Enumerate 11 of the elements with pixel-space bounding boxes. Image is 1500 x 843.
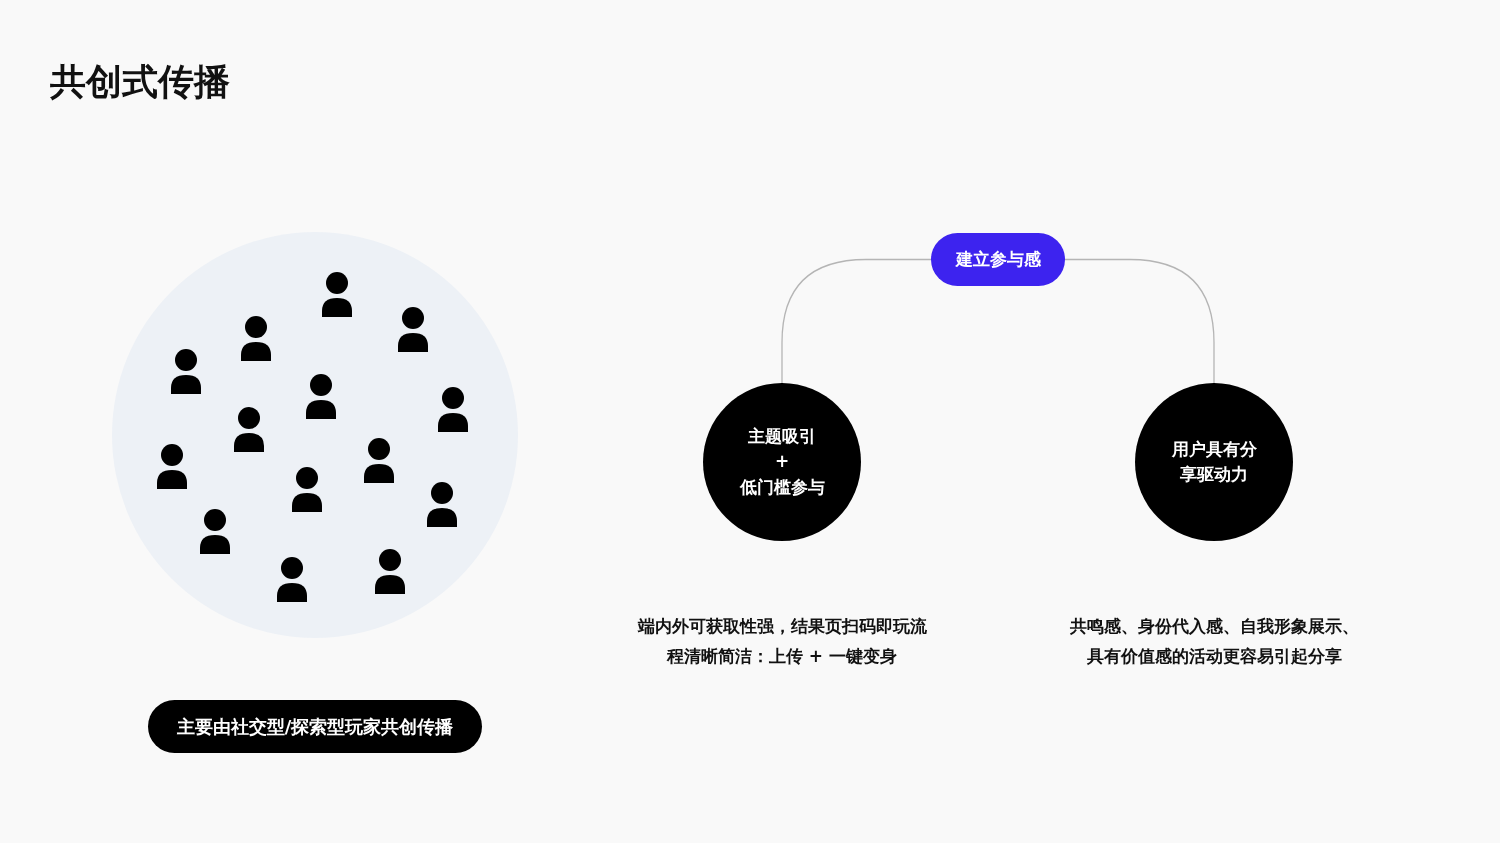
description-text: 共鸣感、身份代入感、自我形象展示、具有价值感的活动更容易引起分享 bbox=[1068, 615, 1360, 668]
node-text: + bbox=[774, 450, 790, 474]
connector-line bbox=[781, 258, 932, 384]
label-pill: 主要由社交型/探索型玩家共创传播 bbox=[148, 700, 482, 753]
node-text: 低门槛参与 bbox=[739, 475, 825, 499]
connector-line bbox=[1064, 258, 1215, 384]
node-text: 主题吸引 bbox=[748, 424, 816, 448]
description-text: 端内外可获取性强，结果页扫码即玩流程清晰简洁：上传 + 一键变身 bbox=[636, 615, 928, 668]
title: 共创式传播 bbox=[50, 60, 230, 104]
node-text: 用户具有分享驱动力 bbox=[1170, 437, 1258, 486]
label-pill: 建立参与感 bbox=[931, 233, 1065, 286]
